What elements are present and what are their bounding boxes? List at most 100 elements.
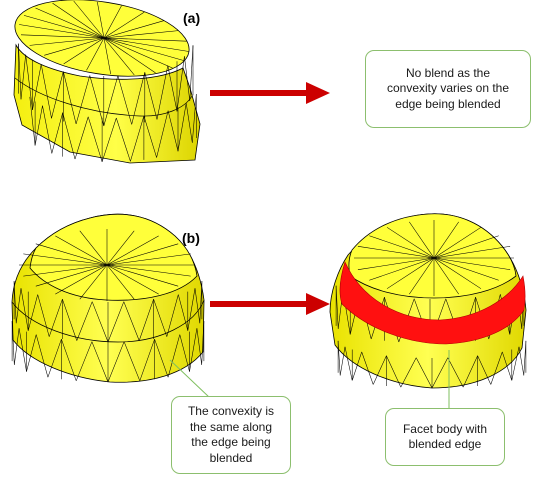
callout-convexity-line: blended [209,450,253,465]
facet-edge [187,288,196,331]
facet-edge [62,299,78,341]
facet-edge [74,116,89,160]
facet-edge [55,264,108,295]
arrow-b-shaft [210,301,310,307]
callout-no-blend-line: No blend as the [405,65,491,80]
facet-edge [18,43,22,100]
facet-edge [433,221,459,259]
facet-edge [32,64,42,110]
facet-edge [400,357,417,388]
facet-edge [176,56,185,112]
facet-edge [87,116,103,162]
object-b-blended-dome [329,213,527,389]
facet-edge [502,351,513,381]
callout-facet-body-line: Facet body with [402,421,488,436]
callout-no-blend: No blend as the convexity varies on the … [365,50,531,128]
facet-edge [91,341,109,383]
facet-edge [25,54,33,110]
facet-edge [153,299,168,337]
facet-edge [20,54,26,100]
facet-edge [103,37,173,69]
facet-edge [62,112,76,160]
facet-edge [26,334,37,372]
facet-edge [156,110,169,158]
facet-edge [18,328,27,372]
facet-edge [19,24,105,39]
facet-edge [35,264,108,287]
facet-edge [433,257,499,281]
facet-edge [106,243,179,266]
facet-edge [178,294,189,331]
facet-edge [189,45,194,102]
facet-edge [103,75,119,127]
object-a-side [13,43,201,164]
facet-edge [75,75,91,124]
facet-edge [372,355,387,385]
facet-edge [167,110,179,152]
arrow-a-head [306,82,330,104]
facet-edge [63,37,105,65]
facet-edge [184,56,191,102]
facet-edge [433,227,482,259]
facet-edge [91,301,109,343]
facet-edge [75,341,93,381]
object-a-rim [14,77,193,117]
facet-edge [23,264,108,277]
facet-edge [89,75,105,127]
facet-edge [103,37,185,61]
facet-edge [106,230,135,266]
facet-edge [103,20,164,39]
facet-edge [97,1,105,39]
facet-edge [144,72,158,120]
facet-edge [433,257,459,295]
facet-edge [23,15,105,39]
facet-edge [23,253,108,266]
facet-edge [415,357,433,389]
facet-edge [34,105,43,146]
facet-edge [107,301,125,343]
facet-edge [433,257,511,270]
facet-edge [139,339,155,381]
facet-edge [117,75,132,125]
facet-edge [192,93,197,143]
facet-edge [61,339,77,381]
callout-convexity-line: the same along [189,419,273,434]
facet-edge [477,355,492,385]
facet-edge [196,328,202,365]
facet-edge [351,351,362,381]
facet-edge [106,264,159,295]
facet-edge [386,355,402,388]
facet-edge [27,294,38,331]
facet-edge [462,355,478,388]
facet-edge [369,257,435,281]
facet-edge [35,243,108,266]
facet-edge [51,71,64,119]
callout-convexity-line: the edge being [191,435,271,449]
facet-edge [29,96,36,146]
blended-edge-band [339,261,526,345]
panel-label-b: (b) [182,230,200,246]
facet-edge [44,37,105,56]
facet-edge [20,288,29,331]
facet-edge [103,11,145,39]
facet-edge [29,37,105,46]
facet-edge [189,328,198,372]
facet-edge [55,235,108,266]
facet-edge [335,285,339,329]
facet-edge [357,257,435,270]
facet-edge [339,346,346,376]
callout-convexity-same: The convexity is the same along the edge… [171,396,291,474]
facet-edge [201,321,205,365]
facet-edge [51,112,63,154]
facet-edge [103,30,179,39]
callout-no-blend-line: convexity varies on the [386,81,510,96]
callout-facet-body: Facet body with blended edge [385,408,505,466]
callout-facet-body-line: blended edge [408,437,482,451]
facet-edge [103,37,135,76]
facet-edge [199,281,203,324]
facet-edge [431,357,449,389]
facet-edge [123,301,140,341]
facet-edge [86,37,105,71]
facet-edge [337,340,341,376]
